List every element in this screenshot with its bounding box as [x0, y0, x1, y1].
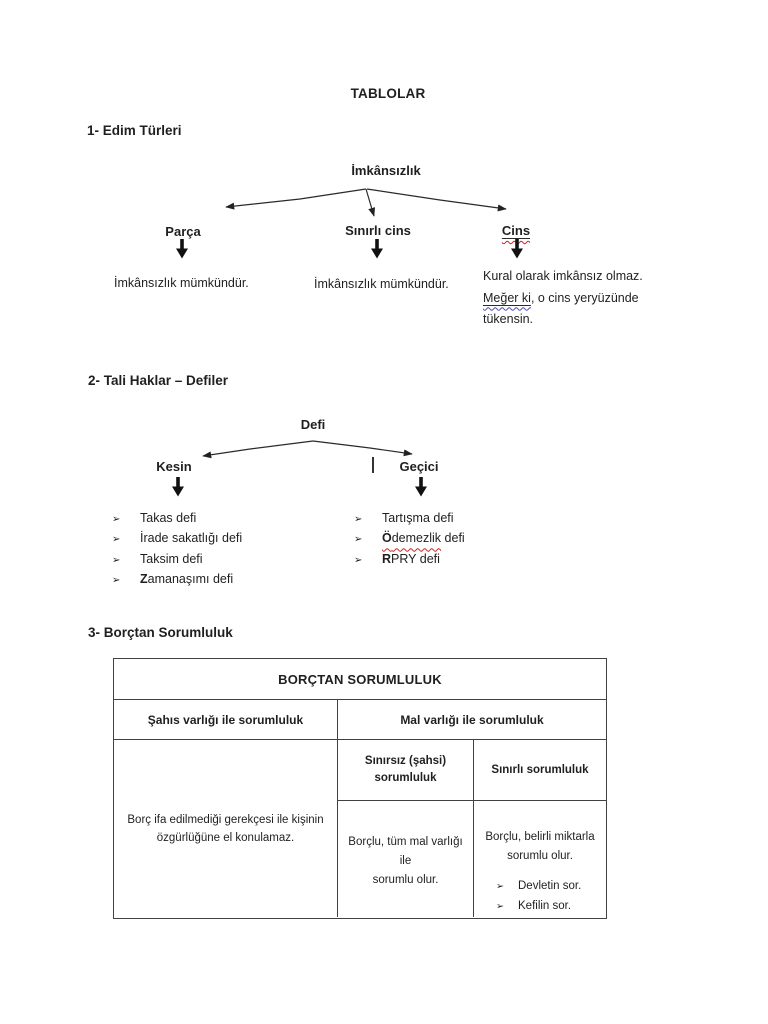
sinirli-examples-list: ➢ Devletin sor. ➢ Kefilin sor. — [474, 877, 606, 916]
table-title: BORÇTAN SORUMLULUK — [114, 659, 606, 700]
arrow-bullet-icon: ➢ — [112, 534, 121, 546]
mal-varligi-subtable: Sınırsız (şahsi) sorumluluk Sınırlı soru… — [338, 740, 606, 917]
subheader-sinirli: Sınırlı sorumluluk — [491, 763, 589, 776]
arrow-bullet-icon: ➢ — [354, 554, 363, 566]
cell-sahis-body: Borç ifa edilmediği gerekçesi ile kişini… — [114, 740, 338, 917]
table-header-row: Şahıs varlığı ile sorumluluk Mal varlığı… — [114, 700, 606, 740]
arrow-bullet-icon: ➢ — [112, 574, 121, 586]
down-arrow-icon — [510, 239, 524, 259]
list-item: ➢ Taksim defi — [112, 551, 203, 566]
list-item: ➢ Tartışma defi — [354, 511, 454, 525]
borctan-sorumluluk-table: BORÇTAN SORUMLULUK Şahıs varlığı ile sor… — [113, 658, 607, 919]
arrow-bullet-icon: ➢ — [112, 514, 121, 525]
parca-description: İmkânsızlık mümkündür. — [114, 276, 249, 290]
gecici-defi-list: ➢ Tartışma defi ➢ Ödemezlik defi ➢ RPRY … — [354, 511, 465, 572]
down-arrow-icon — [171, 477, 185, 497]
cins-desc-line3: tükensin. — [483, 312, 534, 326]
list-item: ➢ Kefilin sor. — [496, 897, 606, 917]
arrow-bullet-icon: ➢ — [354, 534, 363, 546]
list-item: ➢ Takas defi — [112, 511, 197, 525]
tree2-root-label: Defi — [300, 417, 326, 432]
down-arrow-icon — [370, 239, 384, 259]
col-header-sahis: Şahıs varlığı ile sorumluluk — [114, 700, 338, 739]
tree1-branch-parca-label: Parça — [165, 224, 201, 239]
section2-heading: 2- Tali Haklar – Defiler — [88, 373, 229, 388]
tree1-root-label: İmkânsızlık — [351, 163, 421, 178]
cursor-bar — [372, 457, 374, 473]
list-item: ➢ Devletin sor. — [496, 877, 606, 897]
arrow-bullet-icon: ➢ — [354, 514, 363, 525]
cins-desc-line1: Kural olarak imkânsız olmaz. — [483, 269, 643, 283]
subbody-row: Borçlu, tüm mal varlığı ile sorumlu olur… — [338, 801, 606, 917]
list-item: ➢ İrade sakatlığı defi — [112, 531, 243, 546]
cins-description: Kural olarak imkânsız olmaz. Meğer ki, o… — [483, 266, 673, 331]
section1-heading: 1- Edim Türleri — [87, 123, 182, 138]
arrow-bullet-icon: ➢ — [112, 554, 121, 566]
sinirli-body-text: Borçlu, belirli miktarla sorumlu olur. — [485, 831, 595, 862]
list-item: ➢ Ödemezlik defi — [354, 531, 465, 546]
col-header-mal: Mal varlığı ile sorumluluk — [400, 712, 544, 727]
meger-ki-marked-text: Meğer ki — [483, 290, 531, 305]
tree2-branch-kesin-label: Kesin — [156, 459, 192, 474]
cins-underlined-text: Cins — [501, 223, 531, 238]
tree2-branch-gecici-label: Geçici — [399, 459, 439, 474]
down-arrow-icon — [414, 477, 428, 497]
cell-sinirsiz-body: Borçlu, tüm mal varlığı ile sorumlu olur… — [338, 801, 474, 917]
arrow-bullet-icon: ➢ — [496, 881, 504, 892]
subheader-row: Sınırsız (şahsi) sorumluluk Sınırlı soru… — [338, 740, 606, 801]
subheader-sinirsiz: Sınırsız (şahsi) sorumluluk — [338, 740, 474, 800]
tree1-branch-cins-label: Cins — [502, 223, 530, 238]
down-arrow-icon — [175, 239, 189, 259]
sinirli-cins-description: İmkânsızlık mümkündür. — [314, 277, 449, 291]
cins-desc-line2-rest: , o cins yeryüzünde — [530, 290, 639, 305]
tree1-branch-sinirli-cins-label: Sınırlı cins — [345, 223, 411, 238]
arrow-bullet-icon: ➢ — [496, 900, 504, 912]
list-item: ➢ Zamanaşımı defi — [112, 571, 234, 586]
kesin-defi-list: ➢ Takas defi ➢ İrade sakatlığı defi ➢ Ta… — [112, 511, 242, 592]
list-item: ➢ RPRY defi — [354, 551, 440, 566]
cell-sinirli-body: Borçlu, belirli miktarla sorumlu olur. ➢… — [474, 801, 606, 917]
page-title: TABLOLAR — [350, 86, 426, 101]
table-body-row: Borç ifa edilmediği gerekçesi ile kişini… — [114, 740, 606, 917]
section3-heading: 3- Borçtan Sorumluluk — [88, 625, 233, 640]
